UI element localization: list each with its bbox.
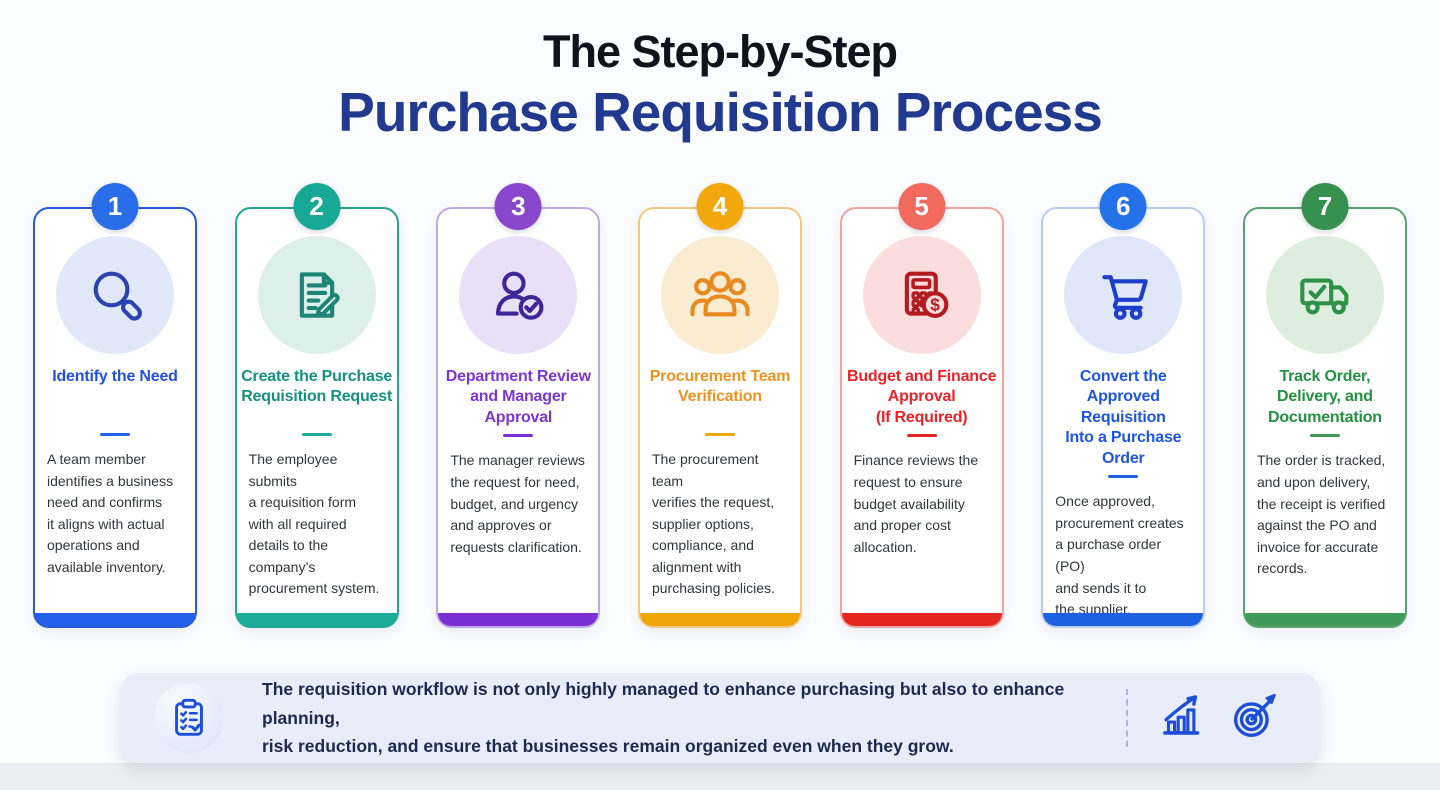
flow-arrow-icon [400, 295, 434, 317]
divider [1108, 475, 1139, 479]
flow-arrow-icon [199, 295, 233, 317]
people-group-icon [660, 236, 779, 354]
divider [704, 433, 735, 436]
step-card-6: 6 Convert the Approved Requisition Into … [1041, 183, 1206, 628]
step-number-badge: 2 [293, 183, 341, 230]
summary-text: The requisition workflow is not only hig… [262, 679, 1065, 757]
step-card-4: 4 Procurement Team Verification The proc… [637, 183, 802, 628]
step-card-3: 3 Department Review and Manager Approval… [436, 183, 601, 628]
divider [301, 433, 332, 436]
step-title: Convert the Approved Requisition Into a … [1065, 368, 1182, 467]
step-description: The procurement team verifies the reques… [651, 451, 775, 597]
card-accent-bar [639, 613, 800, 626]
person-check-icon [459, 236, 578, 354]
document-pencil-icon [257, 236, 376, 354]
step-title: Identify the Need [52, 368, 178, 385]
step-description: A team member identifies a business need… [47, 451, 174, 575]
card-accent-bar [236, 613, 397, 626]
divider [100, 433, 130, 436]
step-title: Budget and Finance Approval (If Required… [846, 368, 997, 426]
summary-banner: The requisition workflow is not only hig… [120, 673, 1320, 763]
step-description: Finance reviews the request to ensure bu… [853, 452, 979, 555]
page-title: The Step-by-Step Purchase Requisition Pr… [0, 26, 1440, 144]
flow-arrow-icon [804, 295, 838, 317]
divider [906, 434, 937, 438]
step-number-badge: 6 [1099, 183, 1147, 230]
step-description: The manager reviews the request for need… [450, 452, 585, 555]
clipboard-checklist-icon [154, 683, 224, 753]
divider [1309, 434, 1340, 438]
card-accent-bar [35, 613, 195, 626]
step-title: Create the Purchase Requisition Request [241, 368, 393, 406]
step-number-badge: 3 [494, 183, 542, 230]
process-steps-row: 1 Identify the Need A team member identi… [33, 183, 1407, 628]
step-card-1: 1 Identify the Need A team member identi… [33, 183, 197, 628]
magnifier-icon [56, 236, 174, 354]
title-line-2: Purchase Requisition Process [338, 81, 1103, 143]
delivery-truck-icon [1265, 236, 1384, 354]
step-card-7: 7 Track Order, Delivery, and Documentati… [1242, 183, 1407, 628]
step-title: Department Review and Manager Approval [445, 368, 591, 426]
flow-arrow-icon [1207, 295, 1241, 317]
card-accent-bar [1244, 613, 1405, 626]
step-title: Track Order, Delivery, and Documentation [1268, 368, 1382, 426]
title-line-1: The Step-by-Step [542, 26, 898, 77]
step-number-badge: 5 [898, 183, 946, 230]
footer-icons [1154, 687, 1284, 750]
card-accent-bar [841, 613, 1002, 626]
step-card-2: 2 Create the Purchase Requisition Reques… [234, 183, 399, 628]
svg-text:$: $ [930, 295, 940, 315]
step-description: The employee submits a requisition form … [248, 451, 380, 597]
card-accent-bar [1043, 613, 1204, 626]
flow-arrow-icon [602, 295, 636, 317]
step-number-badge: 1 [91, 183, 139, 230]
calculator-dollar-icon: $ [862, 236, 981, 354]
step-description: Once approved, procurement creates a pur… [1055, 493, 1184, 618]
step-card-5: 5 $ Budget and Finance Approval (If Requ… [839, 183, 1004, 628]
shopping-cart-icon [1064, 236, 1183, 354]
target-arrow-icon [1226, 687, 1284, 750]
step-number-badge: 4 [696, 183, 744, 230]
divider [503, 434, 534, 438]
dashed-divider [1126, 689, 1128, 747]
step-title: Procurement Team Verification [649, 368, 791, 406]
step-description: The order is tracked, and upon delivery,… [1256, 452, 1386, 577]
step-number-badge: 7 [1301, 183, 1349, 230]
card-accent-bar [438, 613, 599, 626]
growth-chart-icon [1154, 687, 1212, 750]
flow-arrow-icon [1005, 295, 1039, 317]
